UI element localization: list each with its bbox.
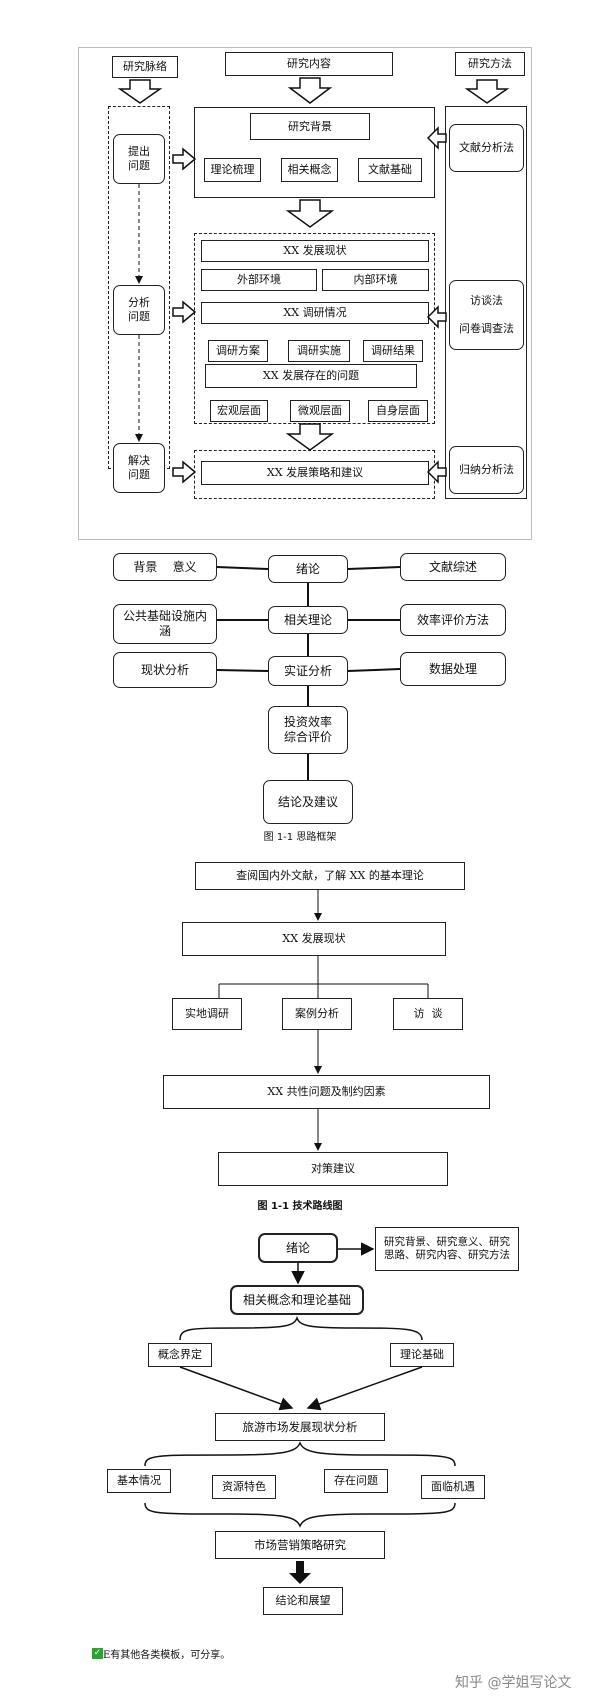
d4-introduction: 绪论 <box>258 1233 338 1263</box>
check-icon: ✓ <box>92 1647 103 1659</box>
status-title: XX 发展现状 <box>201 240 429 262</box>
d2-caption: 图 1-1 思路框架 <box>263 831 337 843</box>
d4-opportunities: 面临机遇 <box>421 1475 485 1499</box>
method-literature-analysis: 文献分析法 <box>449 124 524 172</box>
d4-conclusion: 结论和展望 <box>263 1587 343 1615</box>
d2-efficiency-method: 效率评价方法 <box>400 604 506 636</box>
d3-step-literature: 查阅国内外文献，了解 XX 的基本理论 <box>195 862 465 890</box>
d3-branch-field-research: 实地调研 <box>172 998 242 1030</box>
strategy-title: XX 发展策略和建议 <box>201 461 429 485</box>
d2-status-analysis: 现状分析 <box>113 652 217 688</box>
research-content-heading: 研究内容 <box>225 52 393 76</box>
brace-theory <box>179 1315 423 1341</box>
brace-analysis-top <box>144 1441 456 1467</box>
problem-title: XX 发展存在的问题 <box>205 364 417 388</box>
bold-down-arrow <box>289 1561 311 1584</box>
d2-related-theory: 相关理论 <box>268 606 348 634</box>
d2-public-infrastructure: 公共基础设施内 涵 <box>113 604 217 644</box>
env-item-internal: 内部环境 <box>322 269 429 291</box>
d4-theory-basis: 相关概念和理论基础 <box>230 1285 364 1315</box>
research-method-column <box>445 106 527 499</box>
d3-caption: 图 1-1 技术路线图 <box>257 1200 343 1212</box>
survey-item-result: 调研结果 <box>363 340 423 362</box>
d2-introduction: 绪论 <box>268 555 348 583</box>
level-item-macro: 宏观层面 <box>210 400 268 422</box>
d4-marketing-strategy: 市场营销策略研究 <box>215 1531 385 1559</box>
d4-introduction-detail: 研究背景、研究意义、研究 思路、研究内容、研究方法 <box>375 1227 519 1271</box>
method-inductive-analysis: 归纳分析法 <box>449 446 524 494</box>
d2-investment-evaluation: 投资效率 综合评价 <box>268 706 348 754</box>
d3-branch-interview: 访 谈 <box>393 998 463 1030</box>
research-background-title: 研究背景 <box>250 113 370 140</box>
survey-item-implement: 调研实施 <box>288 340 350 362</box>
d3-step-status: XX 发展现状 <box>182 922 446 956</box>
background-item-literature: 文献基础 <box>358 158 422 182</box>
env-item-external: 外部环境 <box>201 269 317 291</box>
brace-analysis-bottom <box>144 1502 456 1528</box>
d2-empirical-analysis: 实证分析 <box>268 656 348 686</box>
d3-step-countermeasures: 对策建议 <box>218 1152 448 1186</box>
d3-step-common-problems: XX 共性问题及制约因素 <box>163 1075 490 1109</box>
method-interview-survey: 访谈法 问卷调查法 <box>449 280 524 350</box>
step-raise-problem: 提出 问题 <box>113 134 165 184</box>
d4-resource-features: 资源特色 <box>212 1475 276 1499</box>
level-item-self: 自身层面 <box>368 400 428 422</box>
d2-literature-review: 文献综述 <box>400 553 506 581</box>
step-analyze-problem: 分析 问题 <box>113 285 165 335</box>
d3-branch-case-analysis: 案例分析 <box>282 998 352 1030</box>
survey-title: XX 调研情况 <box>201 302 429 324</box>
d4-basic-situation: 基本情况 <box>107 1469 171 1493</box>
research-context-heading: 研究脉络 <box>112 56 178 78</box>
research-framework-diagram <box>78 47 532 540</box>
d4-theory-foundation: 理论基础 <box>390 1343 454 1367</box>
d4-concept-definition: 概念界定 <box>148 1343 212 1367</box>
footer-note: ✓ E有其他各类模板，可分享。 <box>92 1645 230 1661</box>
d2-background-significance: 背景 意义 <box>113 553 217 581</box>
zhihu-watermark: 知乎 @学姐写论文 <box>455 1675 572 1691</box>
level-item-micro: 微观层面 <box>290 400 350 422</box>
background-item-concept: 相关概念 <box>281 158 338 182</box>
background-item-theory: 理论梳理 <box>204 158 261 182</box>
footer-note-text: E有其他各类模板，可分享。 <box>103 1649 231 1661</box>
d2-conclusion: 结论及建议 <box>263 780 353 824</box>
step-solve-problem: 解决 问题 <box>113 443 165 493</box>
d4-market-analysis: 旅游市场发展现状分析 <box>215 1413 385 1441</box>
survey-item-plan: 调研方案 <box>208 340 268 362</box>
research-method-heading: 研究方法 <box>455 52 525 76</box>
d4-existing-problems: 存在问题 <box>324 1469 388 1493</box>
d2-data-processing: 数据处理 <box>400 652 506 686</box>
